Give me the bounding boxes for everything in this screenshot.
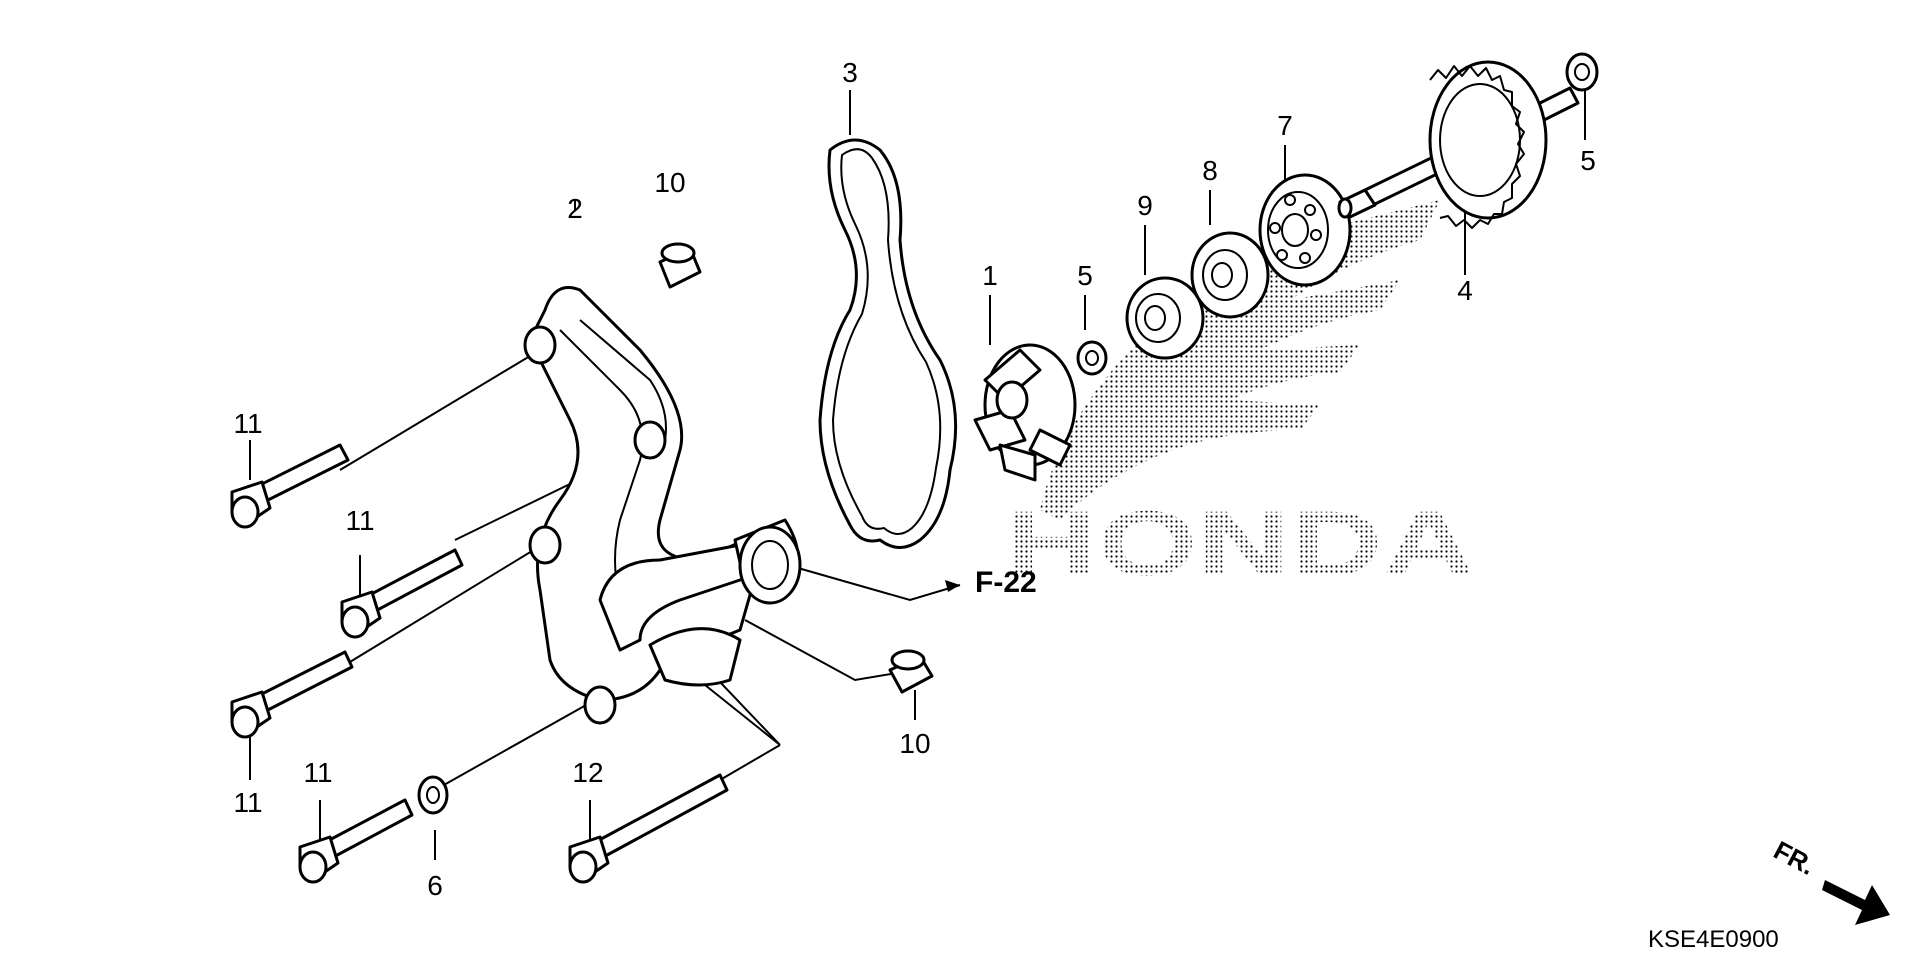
seal-5a (1076, 340, 1108, 376)
gasket (818, 138, 958, 549)
bolt-11b (340, 548, 464, 639)
callout-10b: 10 (899, 728, 930, 759)
callout-11a: 11 (233, 408, 262, 439)
leader-lines (249, 90, 1586, 860)
honda-watermark-text: HONDA (1005, 493, 1475, 595)
dowel-pin-bottom (888, 649, 934, 694)
callout-11c: 11 (233, 787, 262, 818)
callout-1: 1 (982, 260, 998, 291)
pump-cover (523, 286, 802, 725)
f22-reference-label: F-22 (975, 566, 1037, 599)
callout-3: 3 (842, 57, 858, 88)
callout-7: 7 (1277, 110, 1293, 141)
dowel-pin-top (658, 242, 702, 289)
bolt-11a (230, 443, 350, 529)
seal-8 (1190, 231, 1270, 319)
callout-11b: 11 (345, 505, 374, 536)
honda-wing-watermark: HONDA (1000, 200, 1475, 595)
f22-reference-arrow (945, 580, 960, 592)
callout-6: 6 (427, 870, 443, 901)
callout-8: 8 (1202, 155, 1218, 186)
callout-5b: 5 (1580, 145, 1596, 176)
pump-shaft-gear (1337, 60, 1580, 229)
callout-2: 2 (567, 193, 583, 224)
bolt-11c (230, 650, 354, 739)
bolt-12 (568, 773, 729, 884)
bearing-7 (1258, 173, 1352, 287)
callout-12: 12 (572, 757, 603, 788)
front-indicator-label: FR. (1769, 835, 1820, 881)
diagram-code: KSE4E0900 (1648, 926, 1779, 953)
front-direction-indicator (1822, 880, 1890, 925)
oil-seal-9 (1125, 276, 1205, 360)
bolt-11d (298, 798, 414, 884)
callout-10a: 10 (654, 167, 685, 198)
callout-5a: 5 (1077, 260, 1093, 291)
washer (417, 775, 449, 815)
callout-9: 9 (1137, 190, 1153, 221)
callout-4: 4 (1457, 275, 1473, 306)
callout-11d: 11 (303, 757, 332, 788)
impeller (973, 343, 1077, 482)
seal-5b (1565, 52, 1599, 92)
